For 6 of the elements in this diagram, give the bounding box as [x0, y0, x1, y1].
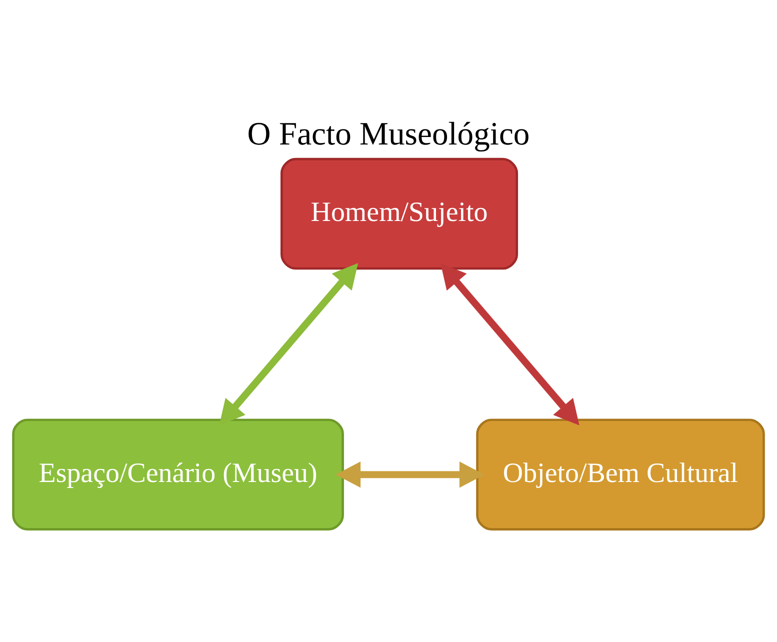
arrow: [336, 461, 484, 488]
arrow: [440, 262, 580, 425]
node-box: Objeto/Bem Cultural: [476, 418, 765, 530]
node-box: Homem/Sujeito: [280, 157, 518, 270]
diagram-title: O Facto Museológico: [247, 116, 530, 152]
node-box: Espaço/Cenário (Museu): [12, 418, 344, 530]
